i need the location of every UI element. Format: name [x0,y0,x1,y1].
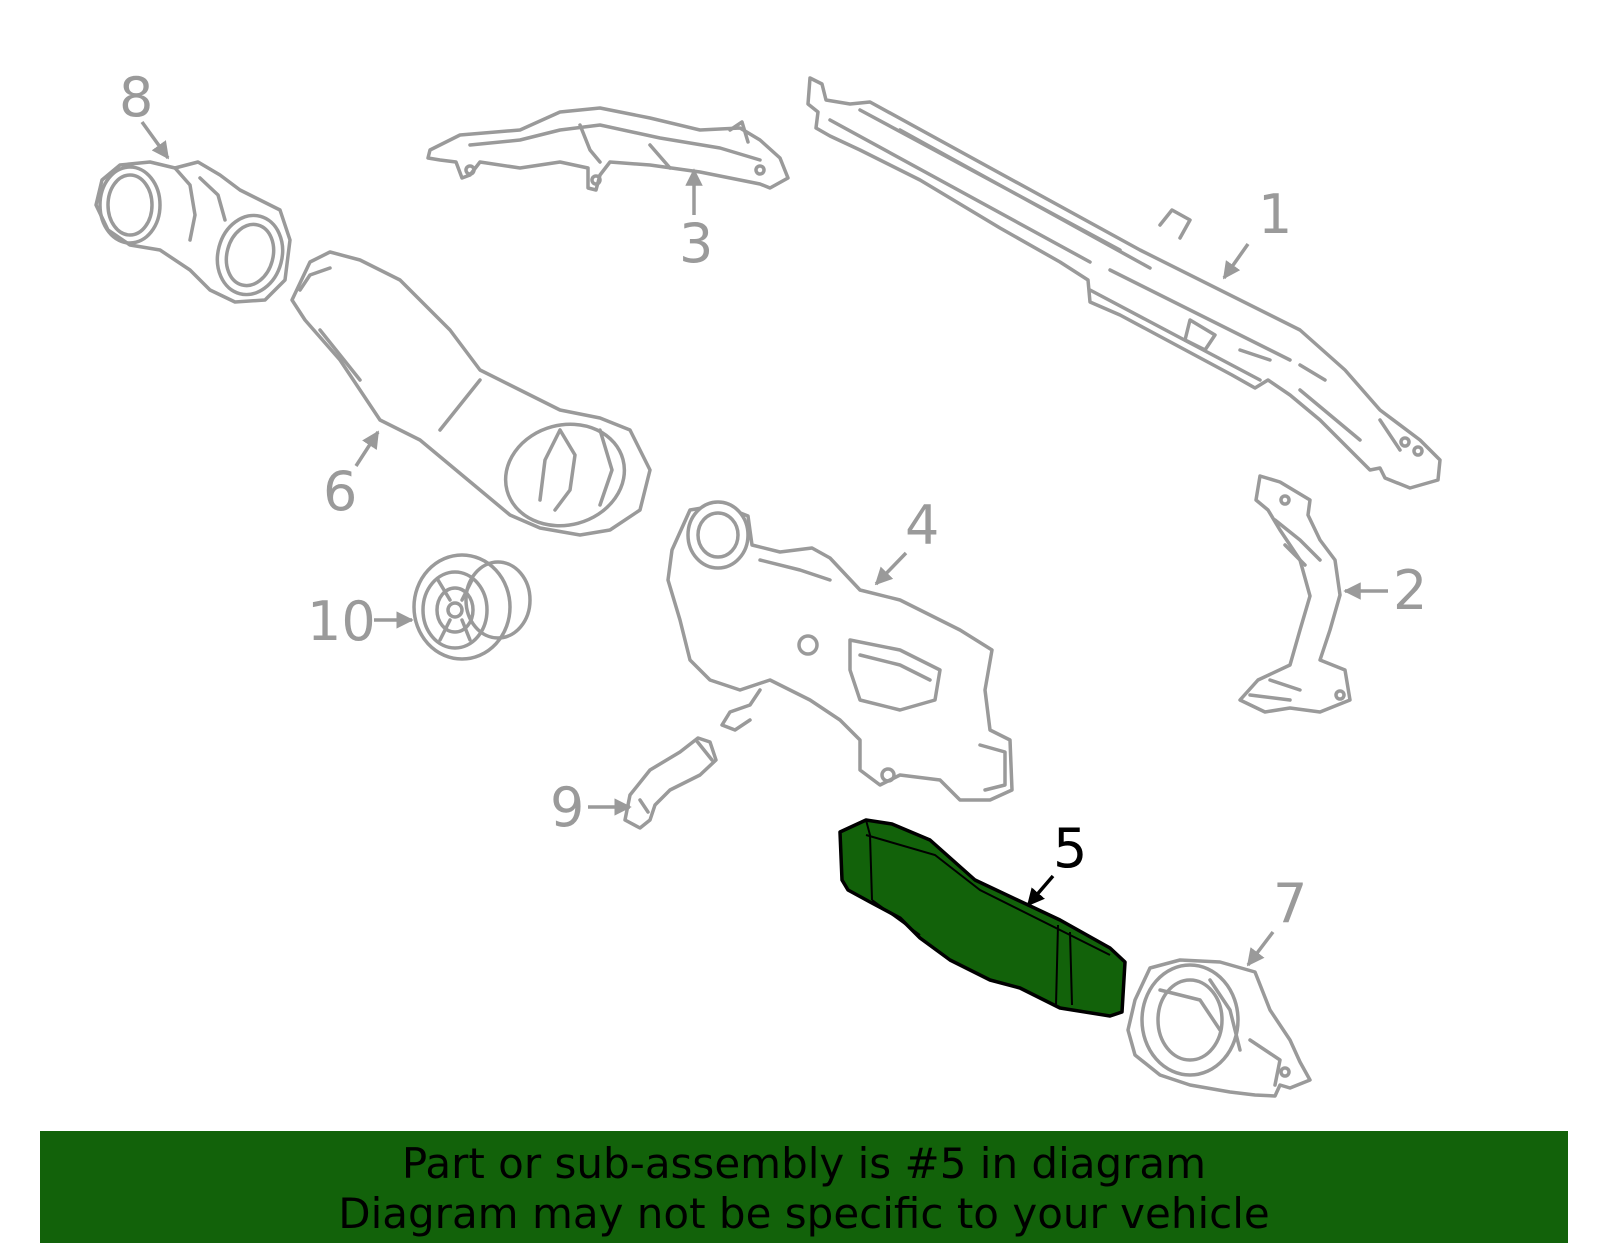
callout-label-7: 7 [1273,872,1307,935]
callout-label-2: 2 [1393,559,1427,622]
callout-9: 9 [550,776,632,839]
callout-1: 1 [1222,183,1292,280]
banner-line-part: Part or sub-assembly is #5 in diagram [401,1139,1207,1188]
banner-line-disclaimer: Diagram may not be specific to your vehi… [338,1189,1270,1238]
info-banner: Part or sub-assembly is #5 in diagram Di… [40,1131,1568,1243]
callout-7: 7 [1246,872,1307,967]
callout-label-3: 3 [679,212,713,275]
callout-2: 2 [1343,559,1427,622]
callout-10: 10 [307,590,414,653]
callout-8: 8 [119,66,170,160]
callout-6: 6 [323,430,380,523]
callout-label-9: 9 [550,776,584,839]
callout-4: 4 [874,494,939,586]
callout-label-4: 4 [905,494,939,557]
part-10-round-vent[interactable] [412,553,532,661]
part-3-upper-duct[interactable] [426,106,790,192]
callout-label-1: 1 [1258,183,1292,246]
part-7-vent[interactable] [1126,958,1312,1098]
callout-label-10: 10 [307,590,376,653]
part-5-highlighted-duct[interactable] [838,818,1127,1018]
callout-label-8: 8 [119,66,153,129]
callout-label-5: 5 [1053,817,1087,880]
callout-label-6: 6 [323,460,357,523]
part-4-duct-assembly[interactable] [666,500,1014,802]
part-9-tube[interactable] [623,736,718,830]
part-2-bracket[interactable] [1238,474,1352,714]
callout-3: 3 [679,168,713,275]
part-8-vent[interactable] [94,160,292,304]
part-6-curved-duct[interactable] [290,250,652,539]
callout-5: 5 [1026,817,1087,907]
part-1-crossmember[interactable] [806,76,1442,490]
